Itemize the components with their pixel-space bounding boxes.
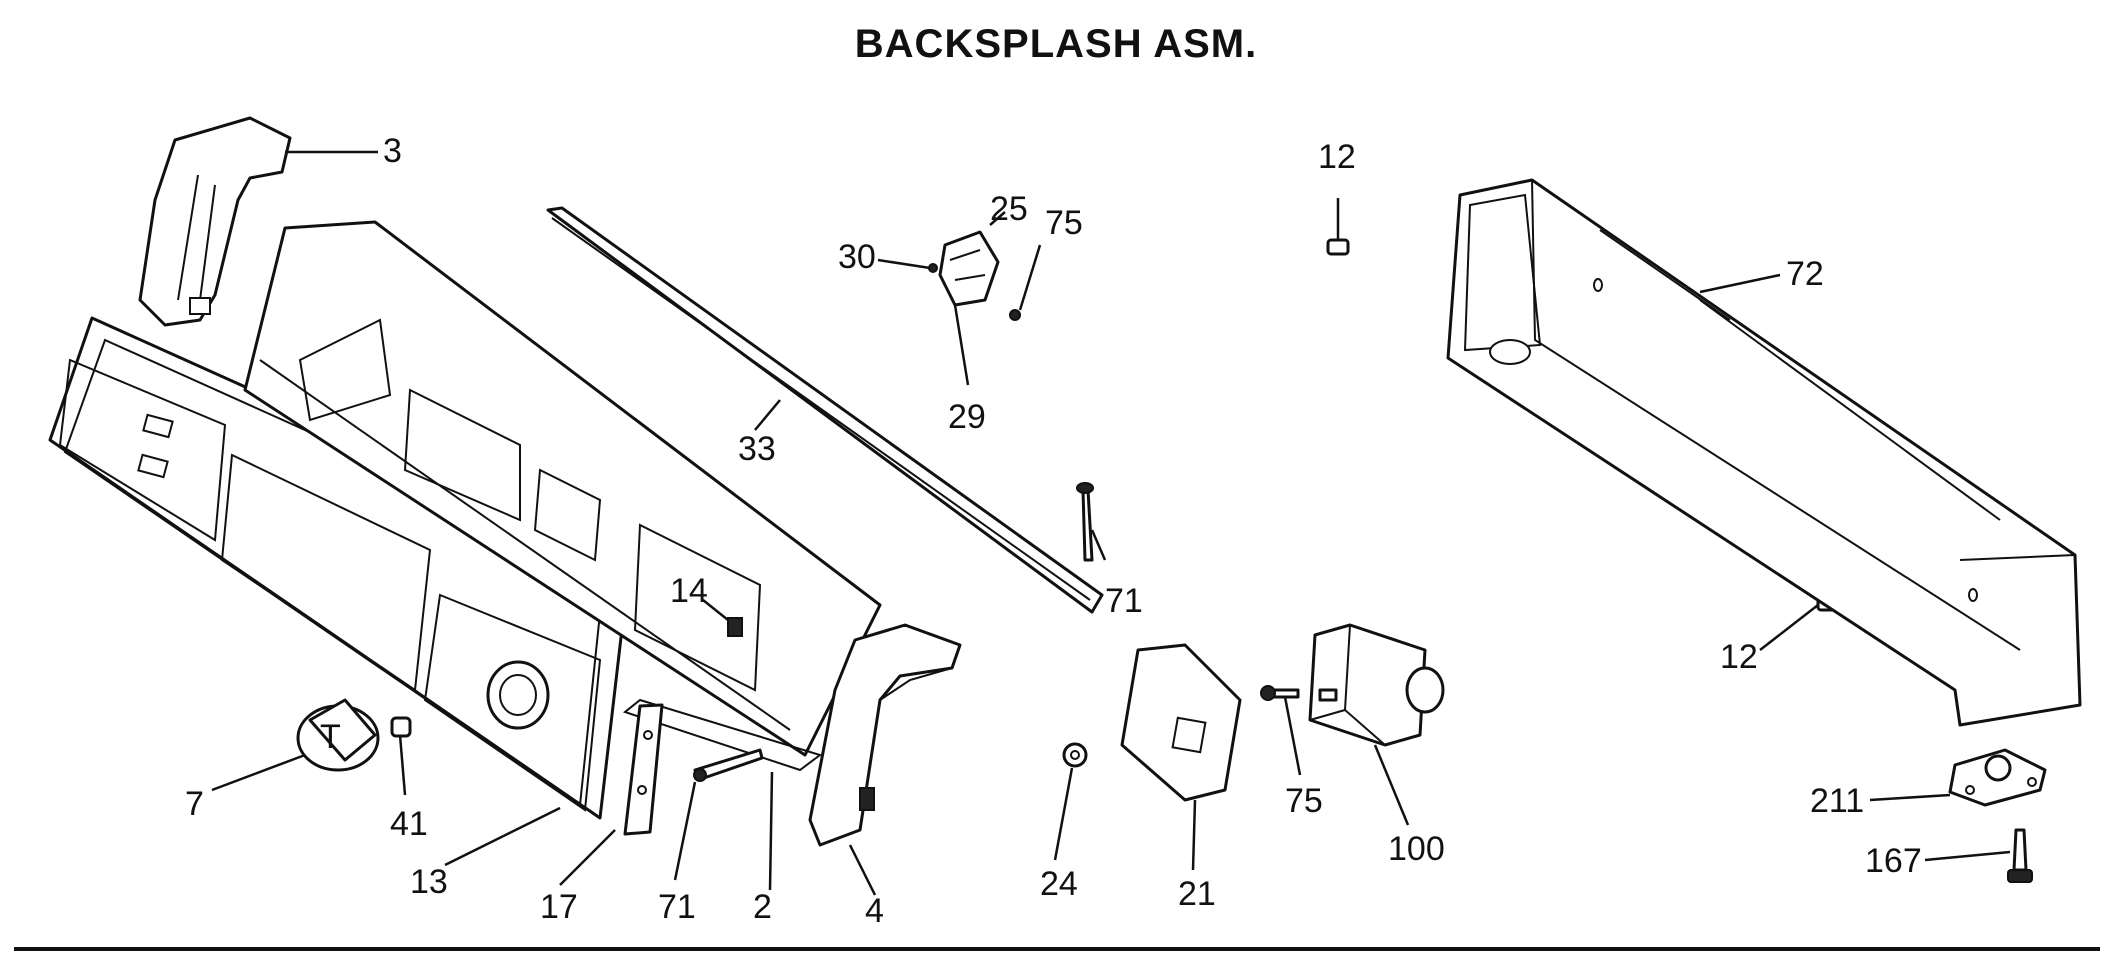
callout-33: 33 bbox=[738, 430, 776, 468]
callout-75-bottom: 75 bbox=[1285, 782, 1323, 820]
callout-14: 14 bbox=[670, 572, 708, 610]
part-25-switch bbox=[928, 230, 1021, 321]
part-33-rail bbox=[546, 206, 1104, 614]
part-24-nut bbox=[1062, 742, 1088, 768]
diagram-title: BACKSPLASH ASM. bbox=[854, 22, 1258, 66]
part-14-fastener bbox=[727, 617, 743, 637]
callout-4: 4 bbox=[865, 892, 884, 930]
callout-3: 3 bbox=[383, 132, 402, 170]
part-4-end-cap bbox=[808, 623, 962, 847]
part-21-board bbox=[1120, 643, 1242, 802]
part-211-bracket bbox=[1948, 748, 2047, 807]
callout-21: 21 bbox=[1178, 875, 1216, 913]
callout-71-right: 71 bbox=[1105, 582, 1143, 620]
callout-211: 211 bbox=[1810, 782, 1864, 820]
part-17-bracket bbox=[623, 703, 664, 836]
callout-29: 29 bbox=[948, 398, 986, 436]
part-3-end-cap bbox=[138, 116, 292, 327]
callout-2: 2 bbox=[753, 888, 772, 926]
callout-41: 41 bbox=[390, 805, 428, 843]
part-167-screw bbox=[2007, 828, 2033, 883]
bottom-rule bbox=[14, 947, 2100, 951]
callout-75-top: 75 bbox=[1045, 204, 1083, 242]
part-41-clip bbox=[390, 716, 412, 738]
callout-12-top: 12 bbox=[1318, 138, 1356, 176]
callout-24: 24 bbox=[1040, 865, 1078, 903]
callout-100: 100 bbox=[1388, 830, 1445, 868]
part-2-strip bbox=[622, 698, 823, 772]
part-12-clip-top bbox=[1326, 238, 1350, 256]
leader-lines bbox=[211, 150, 2011, 896]
part-100-timer bbox=[1308, 623, 1445, 747]
callout-12-bottom: 12 bbox=[1720, 638, 1758, 676]
callout-71-left: 71 bbox=[658, 888, 696, 926]
part-71-screw-left bbox=[693, 748, 764, 782]
callout-17: 17 bbox=[540, 888, 578, 926]
callout-13: 13 bbox=[410, 863, 448, 901]
part-75-screw bbox=[1260, 685, 1300, 701]
callout-72: 72 bbox=[1786, 255, 1824, 293]
callout-7: 7 bbox=[185, 785, 204, 823]
part-7-knob: T bbox=[296, 698, 380, 772]
callout-30: 30 bbox=[838, 238, 876, 276]
callout-25: 25 bbox=[990, 190, 1028, 228]
part-71-screw-right bbox=[1076, 482, 1094, 562]
callout-167: 167 bbox=[1865, 842, 1922, 880]
part-72-rear-housing bbox=[1446, 178, 2082, 727]
svg-text:T: T bbox=[320, 718, 341, 756]
